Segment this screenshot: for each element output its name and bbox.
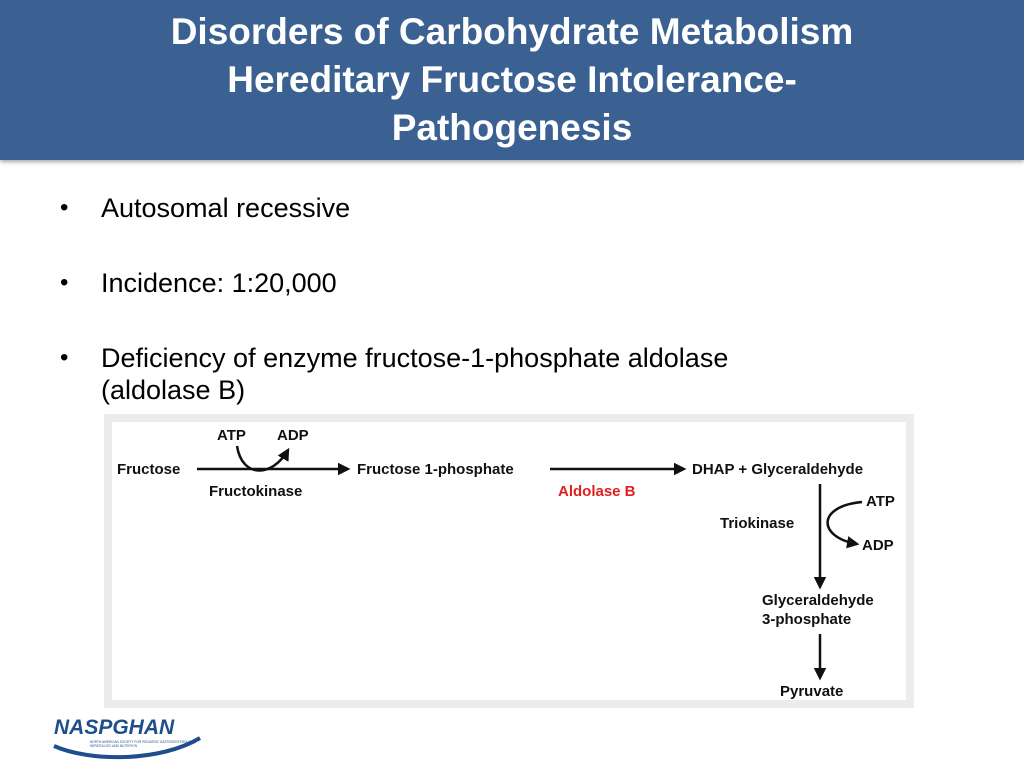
logo-wordmark: NASPGHAN xyxy=(54,716,175,739)
cofactor-adp-top: ADP xyxy=(277,427,309,444)
cofactor-adp-right: ADP xyxy=(862,537,894,554)
enzyme-aldolase-b: Aldolase B xyxy=(558,483,636,500)
node-pyruvate: Pyruvate xyxy=(780,683,843,700)
bullet-marker: • xyxy=(60,344,69,371)
atp-adp-curved-arrow xyxy=(235,445,290,472)
bullet-list: • Autosomal recessive • Incidence: 1:20,… xyxy=(60,192,960,406)
bullet-item-incidence: • Incidence: 1:20,000 xyxy=(60,267,960,299)
node-fructose: Fructose xyxy=(117,461,180,478)
bullet-item-inheritance: • Autosomal recessive xyxy=(60,192,960,224)
slide-title-line-2: Hereditary Fructose Intolerance- xyxy=(227,59,797,100)
logo-tagline-line-1: NORTH AMERICAN SOCIETY FOR PEDIATRIC GAS… xyxy=(90,740,196,744)
node-glyceraldehyde-3-phosphate-line2: 3-phosphate xyxy=(762,611,851,628)
bullet-text: Incidence: 1:20,000 xyxy=(101,268,337,298)
logo-tagline-line-2: HEPATOLOGY AND NUTRITION xyxy=(90,744,138,748)
bullet-text-continued: (aldolase B) xyxy=(101,375,246,405)
node-glyceraldehyde-3-phosphate: Glyceraldehyde xyxy=(762,592,874,609)
bullet-text: Deficiency of enzyme fructose-1-phosphat… xyxy=(101,343,729,373)
atp-adp-curved-arrow-right xyxy=(826,500,863,549)
naspghan-logo: NASPGHAN NORTH AMERICAN SOCIETY FOR PEDI… xyxy=(53,716,202,760)
node-dhap-glyceraldehyde: DHAP + Glyceraldehyde xyxy=(692,461,863,478)
logo-swoosh xyxy=(53,736,202,760)
bullet-item-deficiency: • Deficiency of enzyme fructose-1-phosph… xyxy=(60,342,960,406)
cofactor-atp-right: ATP xyxy=(866,493,895,510)
pathway-diagram: Fructose ATP ADP Fructokinase Fructose 1… xyxy=(104,414,914,708)
bullet-marker: • xyxy=(60,269,69,296)
slide-title-line-1: Disorders of Carbohydrate Metabolism xyxy=(170,11,854,52)
bullet-text: Autosomal recessive xyxy=(101,193,351,223)
slide-title-line-3: Pathogenesis xyxy=(391,107,633,148)
enzyme-triokinase: Triokinase xyxy=(720,515,794,532)
node-fructose-1-phosphate: Fructose 1-phosphate xyxy=(357,461,514,478)
bullet-marker: • xyxy=(60,194,69,221)
cofactor-atp-top: ATP xyxy=(217,427,246,444)
title-bar: Disorders of Carbohydrate Metabolism Her… xyxy=(0,0,1024,160)
pathway-diagram-canvas: Fructose ATP ADP Fructokinase Fructose 1… xyxy=(112,422,906,700)
enzyme-fructokinase: Fructokinase xyxy=(209,483,302,500)
